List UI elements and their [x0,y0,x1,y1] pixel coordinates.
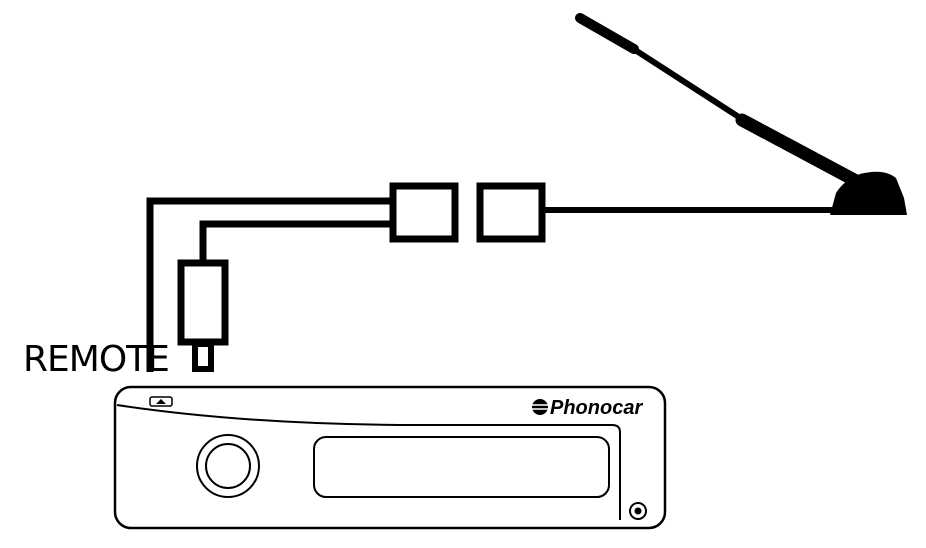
connector-box-left [389,182,459,243]
antenna-mast-thin [629,45,748,124]
connector-box-right [476,182,546,243]
antenna [575,13,907,215]
antenna-base [830,171,907,215]
antenna-plug-pin [192,341,214,372]
brand-name: Phonocar [550,397,643,419]
phonocar-logo: Phonocar [532,397,643,419]
remote-label: REMOTE [23,339,169,380]
aux-jack-icon[interactable] [629,502,647,520]
antenna-mast-thick [735,113,865,189]
antenna-cable-from-radio [199,220,394,264]
antenna-mast-tip [575,13,639,54]
radio-display [313,436,610,498]
radio-front-bevel [116,404,621,520]
volume-knob-icon[interactable] [196,434,260,498]
antenna-plug [177,259,229,346]
car-radio-unit: Phonocar [113,385,667,530]
eject-icon[interactable] [149,396,173,407]
phonocar-globe-icon [532,399,548,415]
remote-wire [146,197,394,372]
